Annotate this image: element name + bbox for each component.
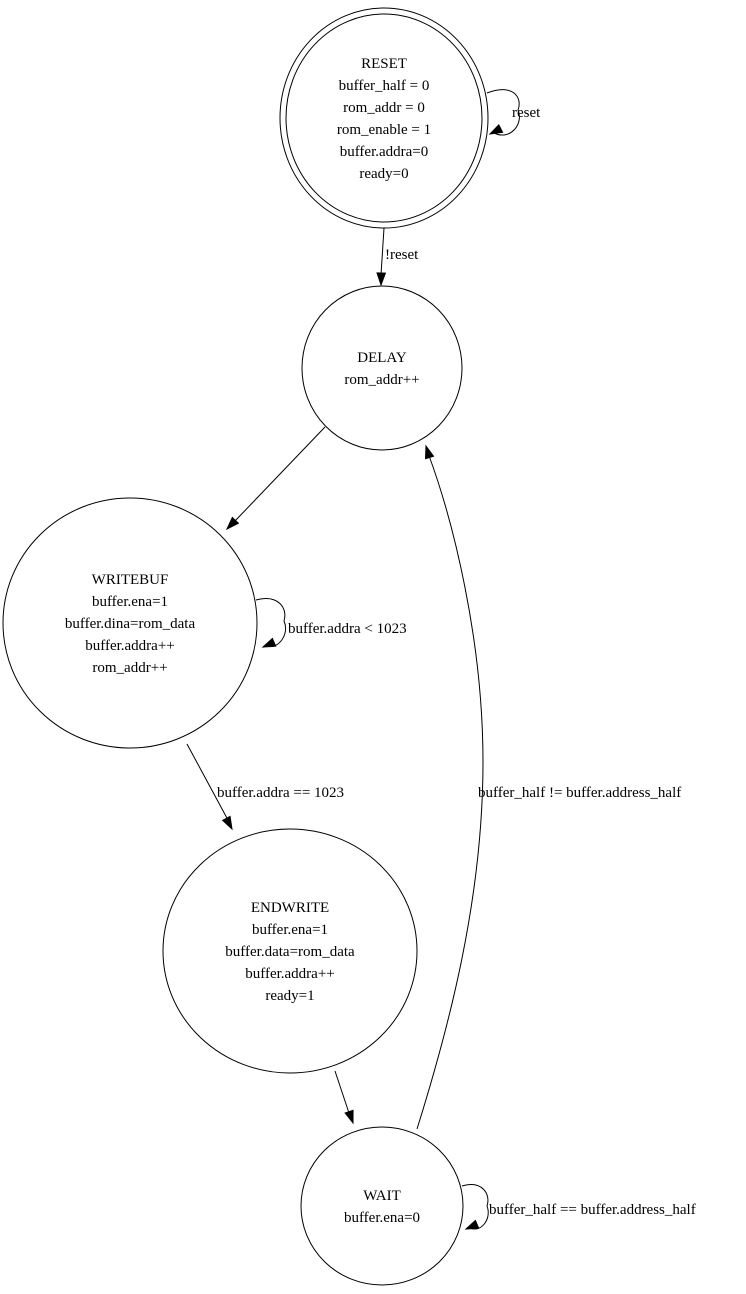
state-wait: WAIT buffer.ena=0 [300,1126,464,1286]
state-circle [2,497,258,749]
state-action: buffer.ena=0 [344,1210,420,1226]
transition-label: reset [512,105,541,121]
state-delay: DELAY rom_addr++ [301,285,463,451]
state-action: buffer.data=rom_data [225,944,355,960]
transition-delay-writebuf [225,426,326,531]
state-inner-circle [285,13,483,223]
transition-edge [416,452,484,1130]
arrowhead-icon [464,1219,480,1230]
state-reset: RESET buffer_half = 0 rom_addr = 0 rom_enab… [279,7,489,229]
transition-reset-delay: !reset [376,227,419,287]
transition-label: buffer.addra == 1023 [217,785,344,801]
transition-edge [186,743,229,821]
state-circle [301,285,463,451]
state-action: ready=1 [265,988,314,1004]
state-circle [162,828,418,1074]
arrowhead-icon [225,516,240,531]
transition-edge [234,426,326,522]
arrowhead-icon [424,444,435,460]
state-action: buffer.ena=1 [252,922,328,938]
state-name: WRITEBUF [92,572,169,588]
state-action: buffer_half = 0 [339,78,430,94]
transition-label: buffer.addra < 1023 [288,621,407,637]
arrowhead-icon [261,637,277,648]
state-action: ready=0 [359,166,408,182]
state-action: buffer.addra=0 [340,144,429,160]
state-name: RESET [361,56,407,72]
state-action: rom_enable = 1 [337,122,431,138]
state-action: buffer.ena=1 [92,594,168,610]
transition-edge [255,598,286,648]
arrowhead-icon [221,815,233,831]
state-name: WAIT [363,1188,401,1204]
transition-wait-delay: buffer_half != buffer.address_half [416,444,681,1130]
state-action: rom_addr++ [92,660,167,676]
arrowhead-icon [376,272,387,287]
transition-edge [486,89,520,136]
state-action: buffer.addra++ [85,638,175,654]
transition-label: buffer_half == buffer.address_half [489,1202,696,1218]
transition-writebuf-writebuf: buffer.addra < 1023 [255,598,407,648]
transition-label: buffer_half != buffer.address_half [478,785,681,801]
state-name: DELAY [357,350,407,366]
transition-endwrite-wait [334,1070,354,1125]
arrowhead-icon [488,123,504,135]
transition-wait-wait: buffer_half == buffer.address_half [461,1184,696,1230]
state-name: ENDWRITE [251,900,329,916]
state-writebuf: WRITEBUF buffer.ena=1 buffer.dina=rom_data… [2,497,258,749]
transition-edge [334,1070,350,1114]
transition-edge [380,227,385,276]
state-endwrite: ENDWRITE buffer.ena=1 buffer.data=rom_data… [162,828,418,1074]
transition-edge [461,1184,489,1230]
state-action: rom_addr = 0 [343,100,425,116]
state-action: buffer.dina=rom_data [65,616,196,632]
transition-reset-reset: reset [486,89,541,136]
state-action: rom_addr++ [344,372,419,388]
state-action: buffer.addra++ [245,966,335,982]
transition-label: !reset [385,247,419,263]
state-circle [300,1126,464,1286]
transition-writebuf-endwrite: buffer.addra == 1023 [186,743,344,831]
arrowhead-icon [344,1109,354,1125]
